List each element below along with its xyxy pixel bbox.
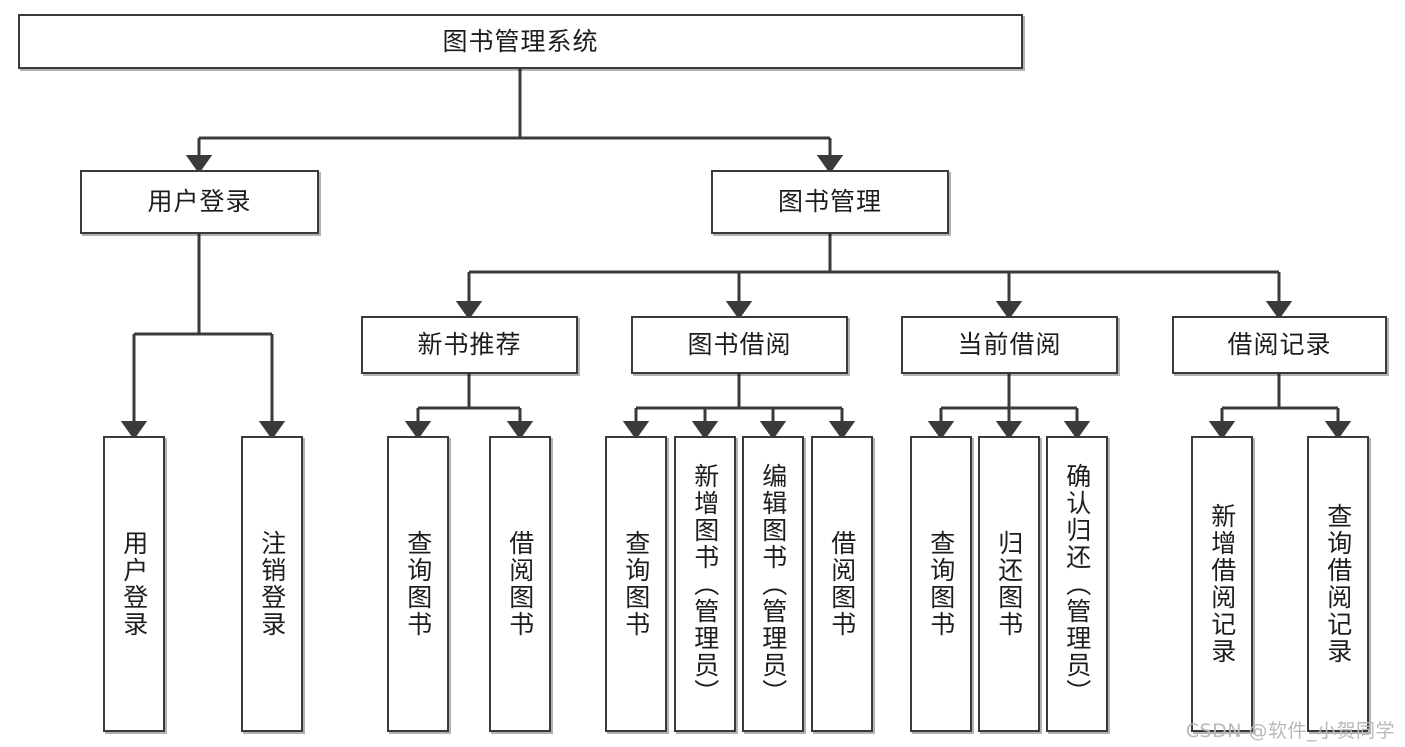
node-book-borrow[interactable]: 图书借阅 (631, 316, 848, 374)
node-label: 借阅图书 (505, 530, 535, 638)
node-leaf-borrow-book[interactable]: 借阅图书 (811, 436, 873, 732)
node-leaf-add-borrow-record[interactable]: 新增借阅记录 (1191, 436, 1253, 732)
node-label: 借阅记录 (1227, 330, 1332, 360)
node-user-login[interactable]: 用户登录 (80, 170, 319, 234)
node-label: 图书管理系统 (442, 26, 599, 56)
node-leaf-add-book-admin[interactable]: 新增图书（管理员） (674, 436, 736, 732)
node-label: 图书管理 (777, 187, 882, 217)
node-leaf-logout[interactable]: 注销登录 (241, 436, 303, 732)
node-leaf-edit-book-admin[interactable]: 编辑图书（管理员） (742, 436, 804, 732)
node-leaf-confirm-return-admin[interactable]: 确认归还（管理员） (1046, 436, 1108, 732)
node-leaf-return-book[interactable]: 归还图书 (978, 436, 1040, 732)
node-leaf-query-borrow-record[interactable]: 查询借阅记录 (1307, 436, 1369, 732)
node-label: 查询图书 (621, 530, 651, 638)
node-borrow-record[interactable]: 借阅记录 (1172, 316, 1387, 374)
node-label: 查询借阅记录 (1323, 503, 1353, 665)
node-label: 新增图书（管理员） (690, 462, 720, 706)
node-label: 用户登录 (119, 530, 149, 638)
node-label: 查询图书 (403, 530, 433, 638)
node-label: 新书推荐 (417, 330, 522, 360)
node-root-book-management-system[interactable]: 图书管理系统 (18, 14, 1023, 69)
node-label: 借阅图书 (827, 530, 857, 638)
node-label: 新增借阅记录 (1207, 503, 1237, 665)
node-label: 注销登录 (257, 530, 287, 638)
node-leaf-borrow-book-new[interactable]: 借阅图书 (489, 436, 551, 732)
node-leaf-user-login[interactable]: 用户登录 (103, 436, 165, 732)
node-label: 归还图书 (994, 530, 1024, 638)
node-book-management[interactable]: 图书管理 (711, 170, 949, 234)
node-current-borrow[interactable]: 当前借阅 (901, 316, 1118, 374)
node-new-book-recommend[interactable]: 新书推荐 (361, 316, 578, 374)
node-label: 图书借阅 (687, 330, 792, 360)
node-label: 查询图书 (926, 530, 956, 638)
node-label: 编辑图书（管理员） (758, 462, 788, 706)
node-label: 当前借阅 (957, 330, 1062, 360)
node-label: 确认归还（管理员） (1062, 462, 1092, 706)
node-label: 用户登录 (147, 187, 252, 217)
watermark: CSDN @软件_小贺同学 (1185, 720, 1395, 742)
node-leaf-query-book-new[interactable]: 查询图书 (387, 436, 449, 732)
node-leaf-query-book-current[interactable]: 查询图书 (910, 436, 972, 732)
node-leaf-query-book-borrow[interactable]: 查询图书 (605, 436, 667, 732)
